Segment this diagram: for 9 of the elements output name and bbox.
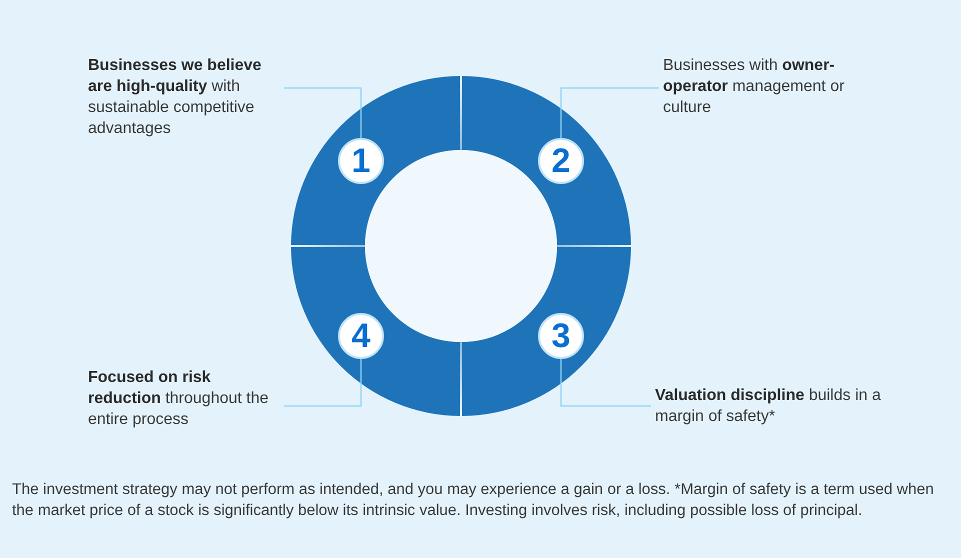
callout-text: Focused on risk reduction throughout the entire process: [88, 367, 284, 430]
leader-line: [560, 87, 659, 138]
leader-line: [560, 359, 651, 407]
callout-text: Valuation discipline builds in a margin of safety*: [655, 385, 895, 427]
leader-line: [284, 359, 362, 407]
callout-text: Businesses we believe are high-quality with sustainable competitive advantages: [88, 55, 284, 139]
leader-line: [284, 87, 362, 138]
footnote: The investment strategy may not perform as intended, and you may experience a gain or a loss. *Margin of safety is a term used when the market price of a stock is significantly below its intrinsic value. Investing involves risk, including possible loss of principal.: [12, 480, 935, 521]
callout-text: Businesses with owner-operator management or culture: [663, 55, 873, 118]
